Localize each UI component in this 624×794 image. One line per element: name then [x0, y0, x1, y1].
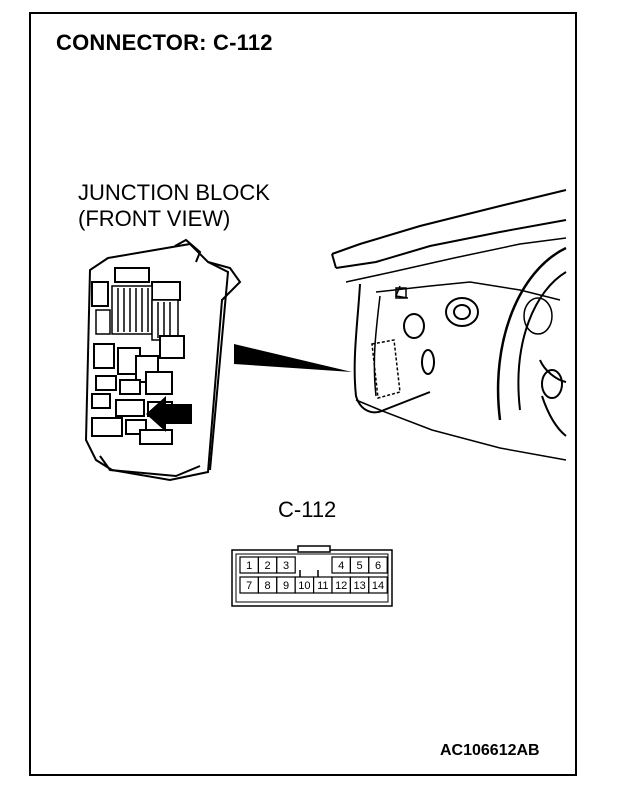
pin-label-5: 5: [357, 560, 363, 572]
pin-label-11: 11: [317, 580, 328, 592]
pin-cell-14: [368, 576, 388, 594]
pin-label-6: 6: [375, 560, 381, 572]
pin-label-4: 4: [338, 560, 344, 572]
junction-block-label-line2: (FRONT VIEW): [78, 206, 231, 231]
dashboard-illustration: [331, 189, 567, 461]
junction-block-illustration: [84, 238, 242, 482]
page-title: CONNECTOR: C-112: [56, 30, 273, 55]
pin-label-2: 2: [265, 560, 271, 572]
pin-label-1: 1: [246, 560, 252, 572]
pin-label-7: 7: [246, 580, 252, 592]
pin-label-3: 3: [283, 560, 289, 572]
figure-code: AC106612AB: [440, 742, 540, 759]
pin-label-9: 9: [283, 580, 289, 592]
junction-block-label: JUNCTION BLOCK (FRONT VIEW): [78, 180, 270, 232]
pin-cell-6: [368, 556, 388, 574]
pin-label-14: 14: [372, 580, 384, 592]
pin-label-8: 8: [265, 580, 271, 592]
connector-label: C-112: [278, 497, 337, 522]
diagram-frame: [29, 12, 577, 776]
pin-label-12: 12: [335, 580, 347, 592]
pin-label-13: 13: [353, 580, 365, 592]
callout-wedge: [234, 344, 352, 372]
connector-face: [231, 545, 393, 607]
junction-block-label-line1: JUNCTION BLOCK: [78, 180, 270, 205]
pin-label-10: 10: [298, 580, 310, 592]
arrow-indicator: [146, 396, 192, 432]
pin-cell-3: [276, 556, 296, 574]
